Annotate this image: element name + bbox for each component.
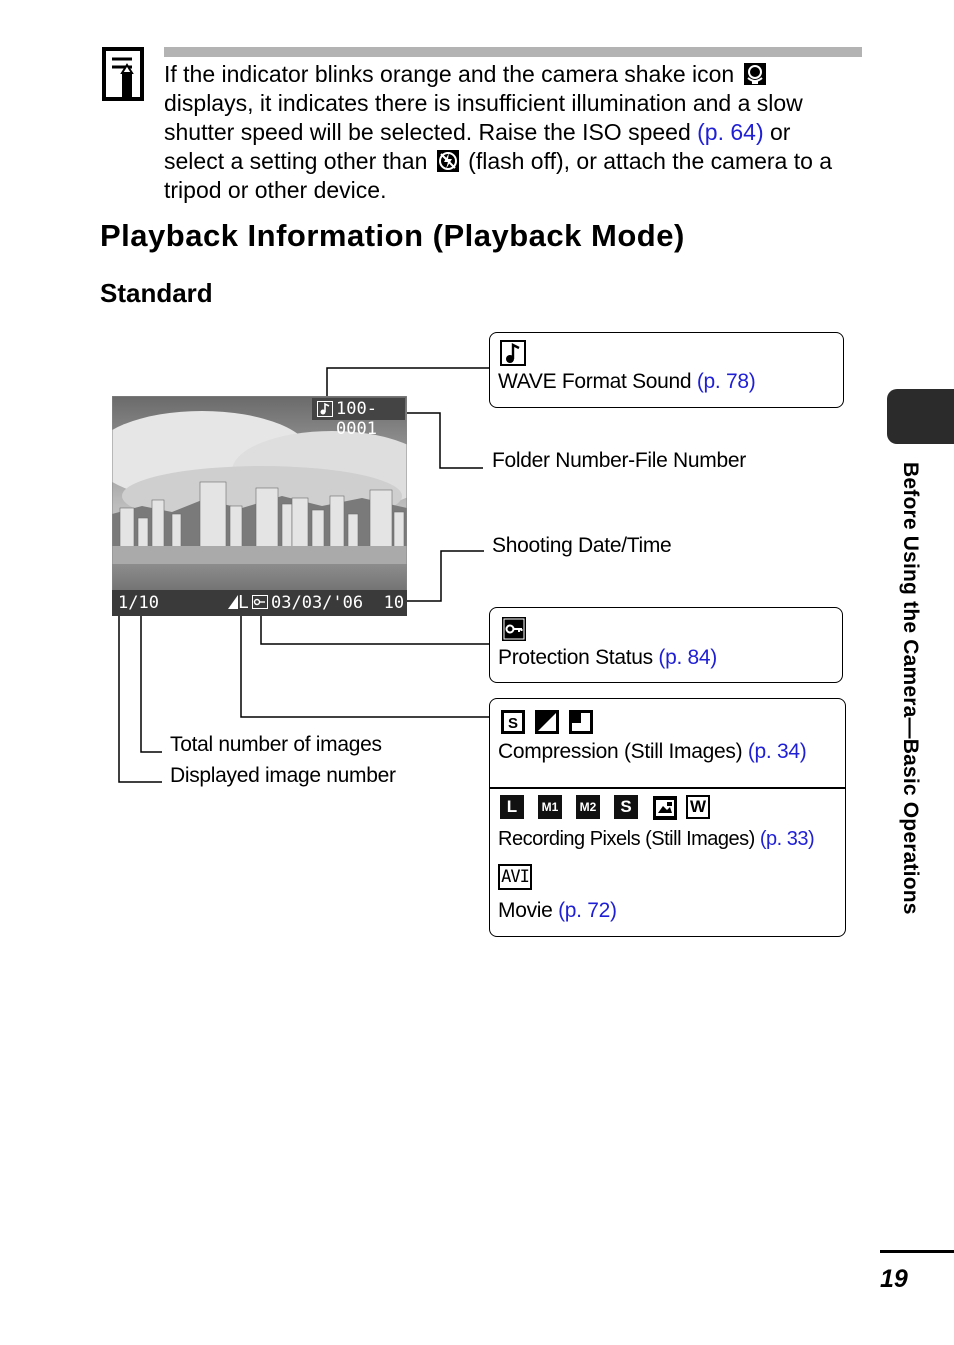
displayed-image-label: Displayed image number [170, 764, 396, 787]
note-top-rule [164, 47, 862, 57]
chapter-title: Before Using the Camera—Basic Operations [899, 462, 922, 915]
note-line: or select a setting other than [164, 119, 791, 174]
medium1-size-icon: M1 [538, 795, 562, 819]
folder-file-label: Folder Number-File Number [492, 449, 746, 472]
protection-key-icon [252, 595, 268, 609]
wave-sound-icon [317, 401, 333, 417]
city-skyline-photo [112, 396, 407, 616]
flash-off-icon [436, 150, 459, 172]
date-time: 03/03/'06 10:00 [271, 593, 407, 613]
page-link-64[interactable]: (p. 64) [697, 119, 764, 145]
date-time-label: Shooting Date/Time [492, 534, 672, 557]
music-note-icon [500, 340, 526, 371]
svg-text:S: S [508, 715, 518, 732]
page-link-72[interactable]: (p. 72) [558, 899, 617, 922]
avi-movie-icon: AVI [498, 864, 532, 890]
small-size-icon: S [614, 795, 638, 819]
wave-label: WAVE Format Sound [498, 370, 692, 393]
widescreen-icon: W [686, 795, 710, 819]
page-link-84[interactable]: (p. 84) [658, 646, 717, 669]
box-divider [490, 787, 845, 789]
total-images-label: Total number of images [170, 733, 382, 756]
subsection-heading: Standard [100, 278, 213, 308]
note-line: If the indicator blinks orange and the c… [164, 61, 735, 87]
compression-icons: S [500, 709, 594, 735]
section-heading: Playback Information (Playback Mode) [100, 218, 685, 253]
memo-note-icon [102, 47, 144, 101]
playback-screen-image: 100-0001 1/10 L 03/03/'06 10:00 [112, 396, 407, 616]
page-link-34[interactable]: (p. 34) [747, 740, 807, 763]
protection-box: Protection Status (p. 84) [489, 607, 843, 683]
image-count: 1/10 [118, 593, 159, 613]
compression-indicator-icon [228, 595, 238, 609]
recording-pixels-label: Recording Pixels (Still Images) [498, 828, 755, 850]
size-code: L [238, 592, 249, 613]
page-number-rule [880, 1250, 954, 1253]
image-quality-box: S Compression (Still Images) (p. 34) L M… [489, 698, 846, 937]
protect-key-icon [501, 616, 527, 647]
page-number: 19 [880, 1265, 908, 1293]
note-text: If the indicator blinks orange and the c… [164, 60, 854, 205]
recording-pixel-icons: L M1 M2 S W [500, 795, 716, 821]
chapter-tab [887, 389, 954, 444]
movie-label: Movie [498, 899, 553, 922]
note-line: displays, it indicates there is insuffic… [164, 90, 803, 145]
fine-icon [535, 710, 559, 734]
large-size-icon: L [500, 795, 524, 819]
postcard-icon [653, 796, 677, 820]
note-line: (flash off), or attach the camera to a t… [164, 148, 833, 203]
camera-shake-icon [743, 63, 766, 85]
page-link-78[interactable]: (p. 78) [696, 370, 756, 393]
folder-file-number: 100-0001 [336, 399, 377, 439]
page-link-33[interactable]: (p. 33) [759, 828, 815, 850]
normal-icon [569, 710, 593, 734]
superfine-icon: S [501, 710, 525, 734]
protection-label: Protection Status [498, 646, 653, 669]
compression-label: Compression (Still Images) [498, 740, 743, 763]
wave-sound-box: WAVE Format Sound (p. 78) [489, 332, 844, 408]
medium2-size-icon: M2 [576, 795, 600, 819]
